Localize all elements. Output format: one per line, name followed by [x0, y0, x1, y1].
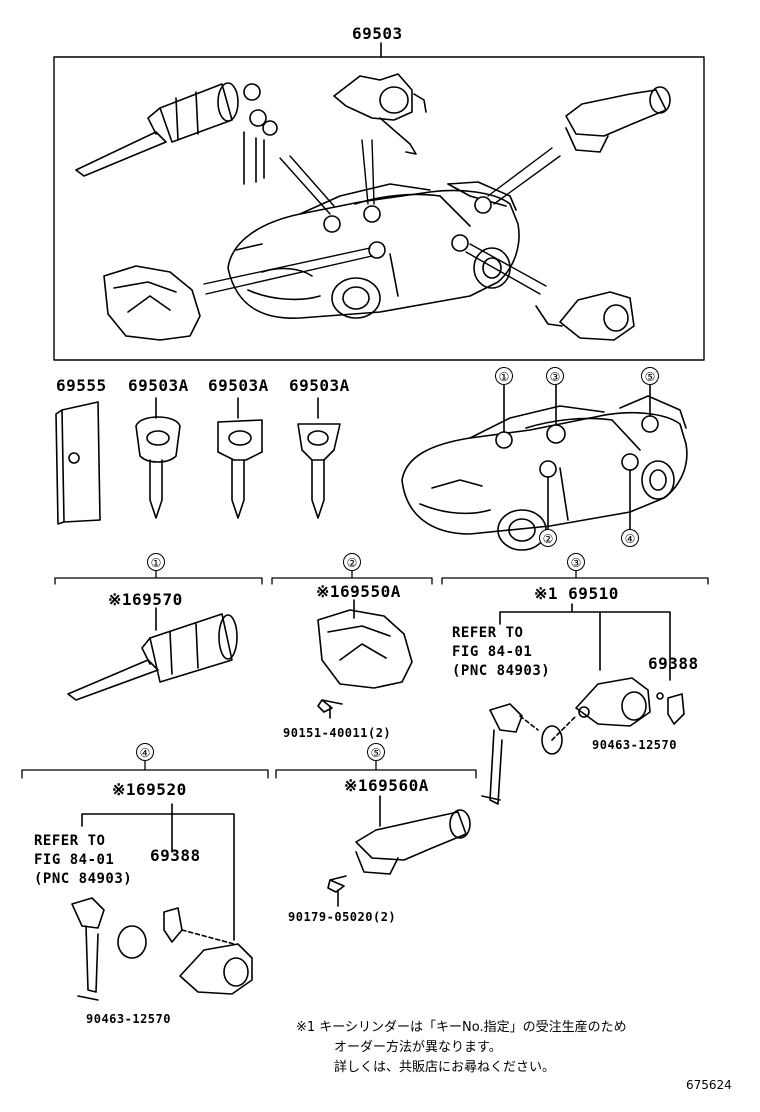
footnote-line-3: 詳しくは、共販店にお尋ねください。: [334, 1060, 556, 1075]
label-screw-sec5: 90179-05020(2): [288, 910, 397, 924]
glove-lock-main: [103, 265, 201, 341]
trunk-lock-main: [535, 291, 635, 341]
label-screw-sec2: 90151-40011(2): [283, 726, 392, 740]
label-section-2: ※169550A: [316, 582, 401, 601]
refer-line: FIG 84-01: [452, 644, 533, 660]
footnote-line-1: ※1 キーシリンダーは「キーNo.指定」の受注生産のため: [296, 1020, 627, 1035]
key-card-art: [55, 401, 101, 525]
section-2-number: ②: [343, 553, 361, 571]
door-lock-main: [333, 73, 427, 155]
label-section-4: ※169520: [112, 780, 187, 799]
circled-number-top-3: ③: [546, 367, 564, 385]
lever-sec3: [481, 703, 523, 805]
trunk-cylinder-main: [565, 86, 671, 153]
sec4-tree: [81, 803, 235, 941]
circled-number-bottom-2: ②: [539, 529, 557, 547]
section-1-number: ①: [147, 553, 165, 571]
key-1-art: [135, 416, 181, 519]
sec4-dash: [181, 929, 235, 945]
part-69388-sec4: [163, 907, 183, 943]
trunk-cylinder-sec5: [355, 809, 471, 875]
label-section-1: ※169570: [108, 590, 183, 609]
label-section-3: ※1 69510: [534, 584, 619, 603]
circled-number-top-1: ①: [495, 367, 513, 385]
sec3-tree: [499, 603, 671, 681]
section-5-number: ⑤: [367, 743, 385, 761]
refer-note-sec4: REFER TO FIG 84-01 (PNC 84903): [34, 832, 132, 889]
label-card: 69555: [56, 376, 107, 395]
label-key-2: 69503A: [208, 376, 269, 395]
lever-sec4: [71, 897, 105, 1001]
key-2-art: [217, 419, 263, 519]
label-key-3: 69503A: [289, 376, 350, 395]
trunk-cylinder-sec3: [575, 677, 664, 727]
label-69388-sec3: 69388: [648, 654, 699, 673]
refer-line: REFER TO: [34, 833, 106, 849]
label-clip-sec4: 90463-12570: [86, 1012, 171, 1026]
circled-number-top-5: ⑤: [641, 367, 659, 385]
key-3-art: [297, 423, 341, 519]
refer-line: (PNC 84903): [452, 663, 551, 679]
label-clip-sec3: 90463-12570: [592, 738, 677, 752]
refer-line: REFER TO: [452, 625, 524, 641]
cylinder-sec4: [179, 943, 253, 995]
part-69388-sec3: [667, 693, 685, 725]
sec3-dash: [519, 715, 577, 741]
refer-line: FIG 84-01: [34, 852, 115, 868]
section-3-number: ③: [567, 553, 585, 571]
ignition-cylinder-sec1: [67, 613, 238, 701]
label-69388-sec4: 69388: [150, 846, 201, 865]
diagram-id: 675624: [686, 1078, 732, 1092]
refer-note-sec3: REFER TO FIG 84-01 (PNC 84903): [452, 624, 550, 681]
label-key-1: 69503A: [128, 376, 189, 395]
footnote-line-2: オーダー方法が異なります。: [334, 1040, 502, 1055]
circled-number-bottom-4: ④: [621, 529, 639, 547]
label-main-set: 69503: [352, 24, 403, 43]
section-brackets: [21, 569, 709, 779]
glove-lock-sec2: [317, 609, 413, 689]
location-arrows: [203, 139, 561, 295]
label-section-5: ※169560A: [344, 776, 429, 795]
section-4-number: ④: [136, 743, 154, 761]
refer-line: (PNC 84903): [34, 871, 133, 887]
main-set-frame: [53, 56, 705, 361]
ignition-cylinder-main: [75, 82, 278, 185]
